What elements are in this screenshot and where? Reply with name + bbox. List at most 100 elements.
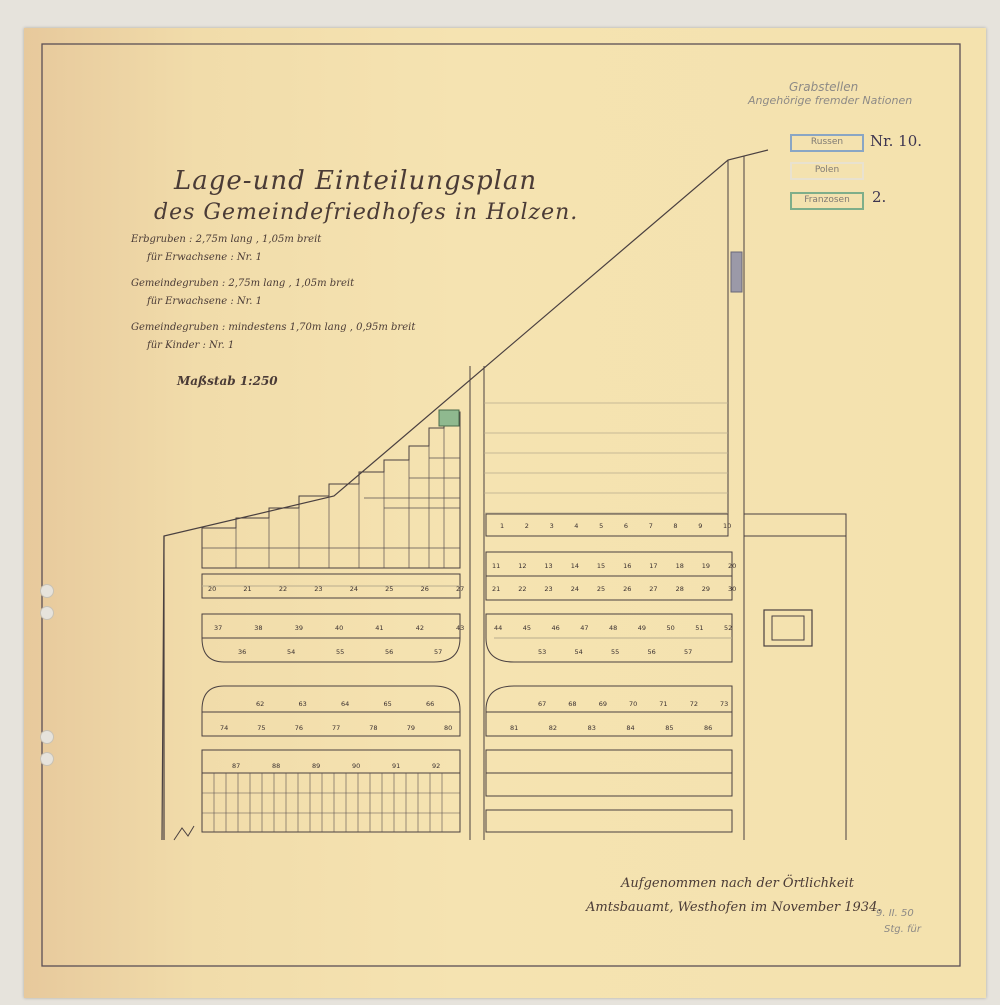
plot-number: 62 (256, 700, 264, 708)
plot-number: 82 (549, 724, 557, 732)
plot-number: 83 (588, 724, 596, 732)
legend-subheading: Angehörige fremder Nationen (748, 94, 913, 107)
plot-number: 17 (649, 562, 657, 570)
plot-number: 1 (500, 522, 504, 530)
plot-number: 20 (208, 585, 216, 593)
plot-number: 54 (287, 648, 295, 656)
plot-number: 18 (676, 562, 684, 570)
plot-number: 53 (538, 648, 546, 656)
plot-number: 42 (416, 624, 424, 632)
plot-number: 28 (676, 585, 684, 593)
plot-number: 52 (724, 624, 732, 632)
legend-swatch-polen: Polen (790, 162, 864, 180)
plot-number: 49 (638, 624, 646, 632)
plot-number: 9 (698, 522, 702, 530)
plot-number: 14 (571, 562, 579, 570)
plot-number: 12 (518, 562, 526, 570)
plot-number: 40 (335, 624, 343, 632)
plot-number: 24 (350, 585, 358, 593)
plot-number: 21 (492, 585, 500, 593)
plan-title: Lage-und Einteilungsplan (174, 166, 538, 196)
legend-count-franzosen: 2. (872, 188, 887, 206)
note-erbgruben: Erbgruben : 2,75m lang , 1,05m breit (131, 234, 322, 245)
plot-number: 13 (544, 562, 552, 570)
plot-number: 38 (254, 624, 262, 632)
plot-number: 41 (375, 624, 383, 632)
plot-number: 47 (580, 624, 588, 632)
cemetery-boundary (161, 149, 769, 841)
plot-number: 50 (667, 624, 675, 632)
plot-number: 43 (456, 624, 464, 632)
plot-number: 67 (538, 700, 546, 708)
plot-number: 85 (665, 724, 673, 732)
plot-number: 77 (332, 724, 340, 732)
legend-count-russen: Nr. 10. (870, 132, 923, 150)
footer-survey-note: Aufgenommen nach der Örtlichkeit (621, 876, 854, 891)
plot-number: 92 (432, 762, 440, 770)
plot-number: 22 (279, 585, 287, 593)
plot-number: 20 (728, 562, 736, 570)
plot-number: 64 (341, 700, 349, 708)
plot-number: 56 (385, 648, 393, 656)
plot-number: 80 (444, 724, 452, 732)
legend-heading: Grabstellen (789, 80, 859, 94)
plot-number: 51 (695, 624, 703, 632)
note-erbgruben-sub: für Erwachsene : Nr. 1 (147, 252, 263, 263)
plot-number: 89 (312, 762, 320, 770)
plot-number: 25 (385, 585, 393, 593)
plot-number: 66 (426, 700, 434, 708)
blue-plot-marker (730, 251, 743, 293)
punch-hole (40, 752, 54, 766)
plot-number: 15 (597, 562, 605, 570)
plot-number: 71 (659, 700, 667, 708)
green-plot-marker (438, 409, 460, 427)
plot-number: 54 (575, 648, 583, 656)
plot-number: 70 (629, 700, 637, 708)
plot-number: 81 (510, 724, 518, 732)
footer-office-date: Amtsbauamt, Westhofen im November 1934. (586, 900, 882, 915)
plan-subtitle: des Gemeindefriedhofes in Holzen. (154, 200, 579, 225)
plot-number: 75 (257, 724, 265, 732)
plot-number: 73 (720, 700, 728, 708)
plot-number: 57 (434, 648, 442, 656)
plot-number: 29 (702, 585, 710, 593)
plot-number: 56 (648, 648, 656, 656)
plot-number: 19 (702, 562, 710, 570)
plot-number: 69 (599, 700, 607, 708)
plot-number: 39 (295, 624, 303, 632)
plot-number: 30 (728, 585, 736, 593)
cemetery-plan-drawing: 1234567891011121314151617181920212223242… (41, 43, 961, 967)
plot-number: 23 (314, 585, 322, 593)
plot-number: 11 (492, 562, 500, 570)
plot-number: 68 (568, 700, 576, 708)
plot-number: 84 (626, 724, 634, 732)
note-gemeindegruben-child-sub: für Kinder : Nr. 1 (147, 340, 235, 351)
plot-number: 88 (272, 762, 280, 770)
plot-number: 27 (456, 585, 464, 593)
scale-label: Maßstab 1:250 (177, 374, 278, 388)
punch-hole (40, 730, 54, 744)
legend-swatch-russen: Russen (790, 134, 864, 152)
plot-number: 76 (295, 724, 303, 732)
plot-number: 48 (609, 624, 617, 632)
archive-note-sign: Stg. für (884, 924, 921, 935)
plot-number: 46 (552, 624, 560, 632)
plot-number: 72 (690, 700, 698, 708)
plot-number: 55 (611, 648, 619, 656)
plot-number: 78 (369, 724, 377, 732)
plot-number: 74 (220, 724, 228, 732)
plot-number: 7 (649, 522, 653, 530)
plot-number: 26 (421, 585, 429, 593)
plot-number: 91 (392, 762, 400, 770)
plot-number: 4 (574, 522, 578, 530)
legend-swatch-franzosen: Franzosen (790, 192, 864, 210)
chapel-building (763, 609, 813, 647)
plot-number: 27 (649, 585, 657, 593)
plot-number: 90 (352, 762, 360, 770)
plot-number: 21 (243, 585, 251, 593)
plot-number: 25 (597, 585, 605, 593)
plot-number: 3 (550, 522, 554, 530)
plot-number: 44 (494, 624, 502, 632)
plot-number: 2 (525, 522, 529, 530)
